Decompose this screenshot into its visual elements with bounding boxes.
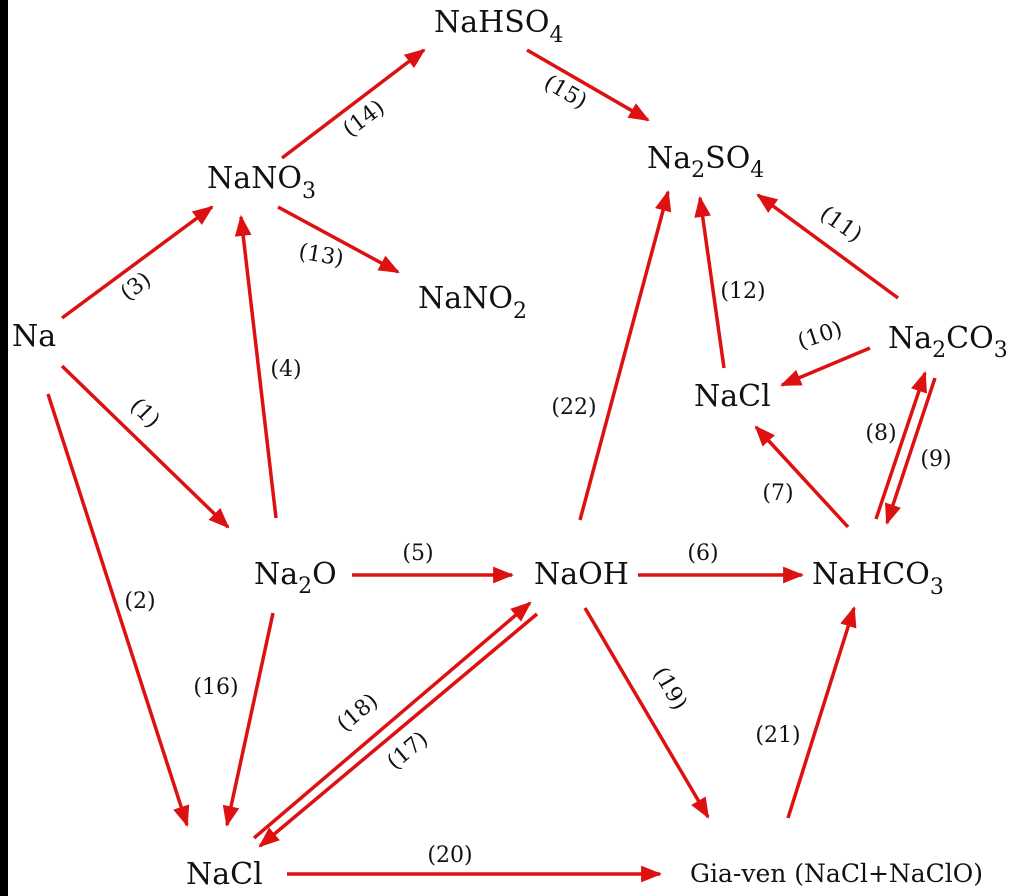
label-reaction-6: (6) xyxy=(687,541,718,566)
label-reaction-2: (2) xyxy=(124,589,155,614)
arrow-9 xyxy=(884,377,937,525)
node-naoh: NaOH xyxy=(534,557,629,592)
arrow-4 xyxy=(234,214,278,519)
arrow-13 xyxy=(277,205,400,274)
label-reaction-18: (18) xyxy=(332,689,383,737)
label-reaction-7: (7) xyxy=(762,481,793,506)
label-reaction-22: (22) xyxy=(551,395,596,420)
node-nano3: NaNO3 xyxy=(207,161,316,204)
arrow-11 xyxy=(756,193,900,300)
arrow-19 xyxy=(583,607,710,819)
arrows xyxy=(46,48,937,883)
node-na2so4: Na2SO4 xyxy=(647,141,764,183)
label-reaction-16: (16) xyxy=(193,675,238,700)
arrow-7 xyxy=(754,425,850,529)
label-reaction-14: (14) xyxy=(339,95,390,142)
node-na: Na xyxy=(12,319,56,354)
label-reaction-1: (1) xyxy=(125,394,165,434)
label-reaction-8: (8) xyxy=(865,421,896,446)
arrow-3 xyxy=(60,205,214,320)
compound-nodes: NaHSO4 Na2SO4 NaNO3 NaNO2 Na Na2CO3 NaCl… xyxy=(12,5,1008,892)
arrow-2 xyxy=(46,393,190,827)
node-na2co3: Na2CO3 xyxy=(888,321,1008,363)
node-na2o: Na2O xyxy=(254,557,337,599)
label-reaction-12: (12) xyxy=(720,279,765,304)
node-nacl-right: NaCl xyxy=(694,379,771,414)
label-reaction-13: (13) xyxy=(297,239,346,271)
label-reaction-10: (10) xyxy=(795,317,846,355)
arrow-12 xyxy=(694,195,726,369)
node-giaven: Gia-ven (NaCl+NaClO) xyxy=(690,859,983,888)
arrow-18 xyxy=(252,601,532,840)
node-nahso4: NaHSO4 xyxy=(434,5,563,48)
arrow-21 xyxy=(786,605,857,819)
label-reaction-5: (5) xyxy=(402,541,433,566)
left-edge-bar xyxy=(0,0,8,896)
label-reaction-20: (20) xyxy=(427,843,472,868)
arrow-17 xyxy=(258,612,539,848)
arrow-10 xyxy=(780,346,871,387)
label-reaction-4: (4) xyxy=(270,357,301,382)
node-nacl-bottom: NaCl xyxy=(186,857,263,892)
arrow-16 xyxy=(222,612,275,828)
arrow-15 xyxy=(526,48,650,122)
label-reaction-15: (15) xyxy=(539,70,591,114)
arrow-22 xyxy=(578,189,672,521)
label-reaction-19: (19) xyxy=(648,663,692,715)
arrow-8 xyxy=(874,371,927,520)
arrow-1 xyxy=(60,364,230,529)
label-reaction-21: (21) xyxy=(755,723,800,748)
label-reaction-17: (17) xyxy=(382,727,433,775)
node-nahco3: NaHCO3 xyxy=(812,557,944,600)
arrow-14 xyxy=(280,48,426,160)
node-nano2: NaNO2 xyxy=(418,281,527,324)
label-reaction-9: (9) xyxy=(920,447,951,472)
